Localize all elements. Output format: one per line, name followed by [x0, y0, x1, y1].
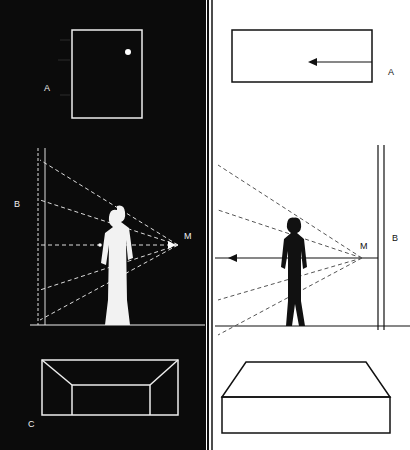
panel-letter: M: [360, 242, 368, 251]
panel-letter: A: [44, 84, 50, 93]
panel-letter: B: [392, 234, 398, 243]
panel-letter: M: [184, 232, 192, 241]
panel-letter: C: [28, 420, 35, 429]
panel-letter: A: [388, 68, 394, 77]
panel-letter: B: [14, 200, 20, 209]
